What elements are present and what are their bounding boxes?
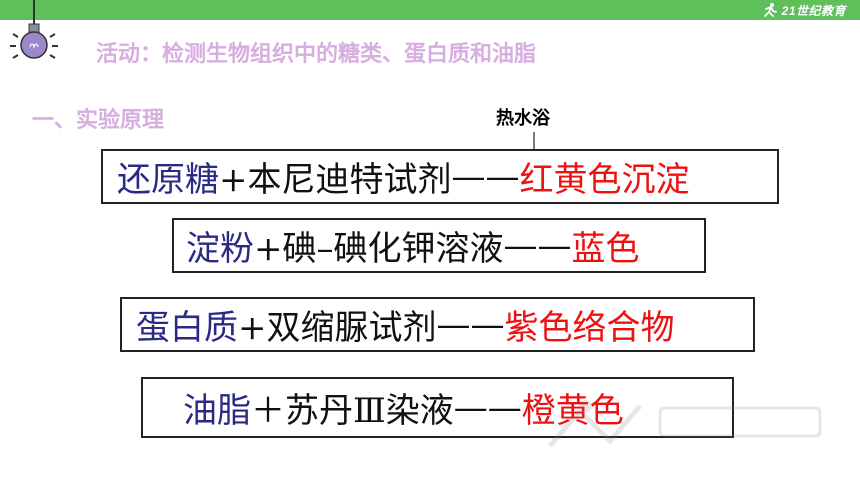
brand-logo: 21世纪教育 (762, 2, 846, 18)
reagent-text: 淀粉 (186, 229, 254, 269)
result-text: 红黄色沉淀 (519, 160, 690, 200)
test-reagent-text: +本尼迪特试剂 (219, 160, 452, 200)
watermark-logo (548, 400, 822, 448)
test-reagent-text: +双缩脲试剂 (238, 308, 437, 348)
dash-text: —— (436, 304, 505, 345)
dash-text: —— (451, 156, 520, 197)
reagent-text: 蛋白质 (136, 308, 238, 348)
test-reagent-text: ＋苏丹Ⅲ染液 (251, 391, 454, 431)
reaction-box-starch: 淀粉 +碘–碘化钾溶液 —— 蓝色 (172, 218, 706, 273)
result-text: 紫色络合物 (504, 308, 675, 348)
result-text: 蓝色 (571, 229, 640, 269)
activity-heading: 活动：检测生物组织中的糖类、蛋白质和油脂 (96, 42, 537, 67)
section-title: 一、实验原理 (32, 108, 165, 133)
logo-text: 21世纪教育 (781, 3, 846, 18)
reagent-text: 油脂 (183, 391, 251, 431)
result-text: 橙黄色 (521, 391, 624, 431)
lightbulb-icon (10, 0, 58, 59)
top-accent-bar: 21世纪教育 (0, 0, 860, 20)
reaction-box-protein: 蛋白质 +双缩脲试剂 —— 紫色络合物 (120, 297, 755, 352)
dash-text: —— (503, 225, 572, 266)
reaction-box-reducing-sugar: 还原糖 +本尼迪特试剂 —— 红黄色沉淀 (101, 149, 779, 204)
reaction-box-fat: 油脂 ＋苏丹Ⅲ染液 —— 橙黄色 (141, 377, 734, 438)
heat-annotation: 热水浴 (496, 108, 550, 129)
runner-logo-icon (763, 3, 777, 17)
test-reagent-text: +碘–碘化钾溶液 (254, 229, 504, 269)
reagent-text: 还原糖 (117, 160, 219, 200)
dash-text: —— (453, 387, 522, 428)
